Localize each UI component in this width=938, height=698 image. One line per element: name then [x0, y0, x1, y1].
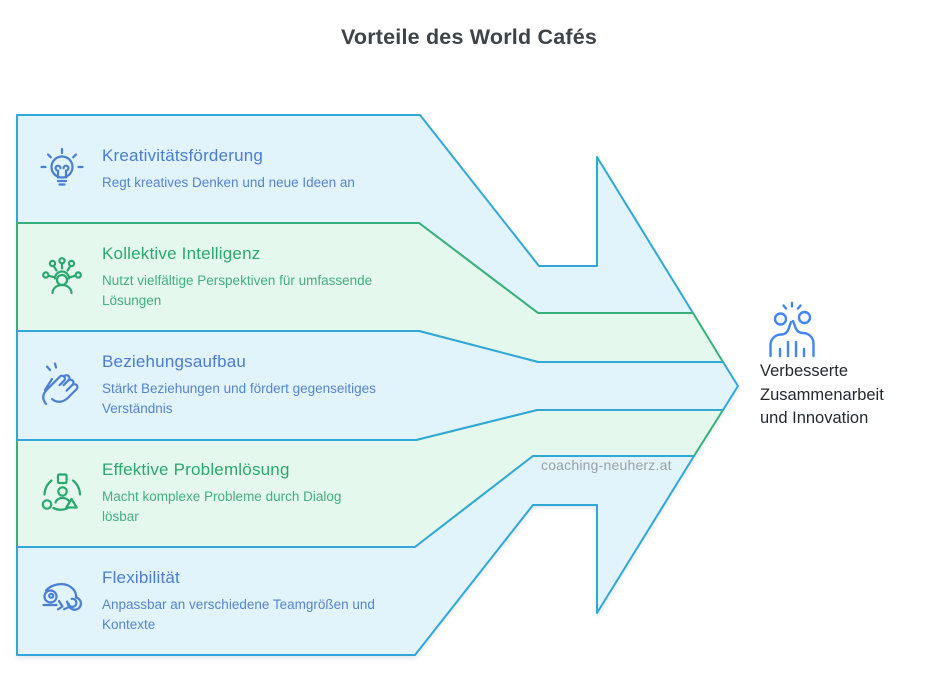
- band-row-beziehungsaufbau: Beziehungsaufbau Stärkt Beziehungen und …: [36, 331, 432, 439]
- band-description: Macht komplexe Probleme durch Dialog lös…: [102, 488, 342, 524]
- band-row-kollektive-intelligenz: Kollektive Intelligenz Nutzt vielfältige…: [36, 223, 432, 331]
- band-title: Beziehungsaufbau: [102, 351, 247, 371]
- collective-intelligence-icon: [36, 252, 88, 302]
- band-row-kreativitaetsfoerderung: Kreativitätsförderung Regt kreatives Den…: [36, 115, 432, 223]
- teamwork-high-five-icon: [769, 301, 815, 358]
- lightbulb-icon: [36, 144, 88, 194]
- band-title: Flexibilität: [102, 567, 180, 587]
- high-five-hands-icon: [36, 360, 88, 410]
- problem-solving-icon: [36, 468, 88, 518]
- band-description: Regt kreatives Denken und neue Ideen an: [102, 174, 355, 190]
- outcome-block: Verbesserte Zusammenarbeit und Innovatio…: [760, 300, 938, 431]
- band-description: Nutzt vielfältige Perspektiven für umfas…: [102, 272, 373, 308]
- chameleon-icon: [36, 576, 88, 626]
- band-title: Effektive Problemlösung: [102, 459, 290, 479]
- band-title: Kollektive Intelligenz: [102, 243, 261, 263]
- band-shape-3: [16, 330, 739, 441]
- watermark: coaching-neuherz.at: [541, 457, 672, 473]
- page-title: Vorteile des World Cafés: [340, 25, 598, 49]
- band-title: Kreativitätsförderung: [102, 145, 264, 165]
- band-description: Stärkt Beziehungen und fördert gegenseit…: [102, 380, 376, 416]
- band-description: Anpassbar an verschiedene Teamgrößen und…: [102, 596, 375, 632]
- outcome-label: Verbesserte Zusammenarbeit und Innovatio…: [760, 362, 884, 427]
- band-row-effektive-problemloesung: Effektive Problemlösung Macht komplexe P…: [36, 439, 432, 547]
- band-shape-5: [16, 455, 695, 656]
- band-row-flexibilitaet: Flexibilität Anpassbar an verschiedene T…: [36, 547, 432, 655]
